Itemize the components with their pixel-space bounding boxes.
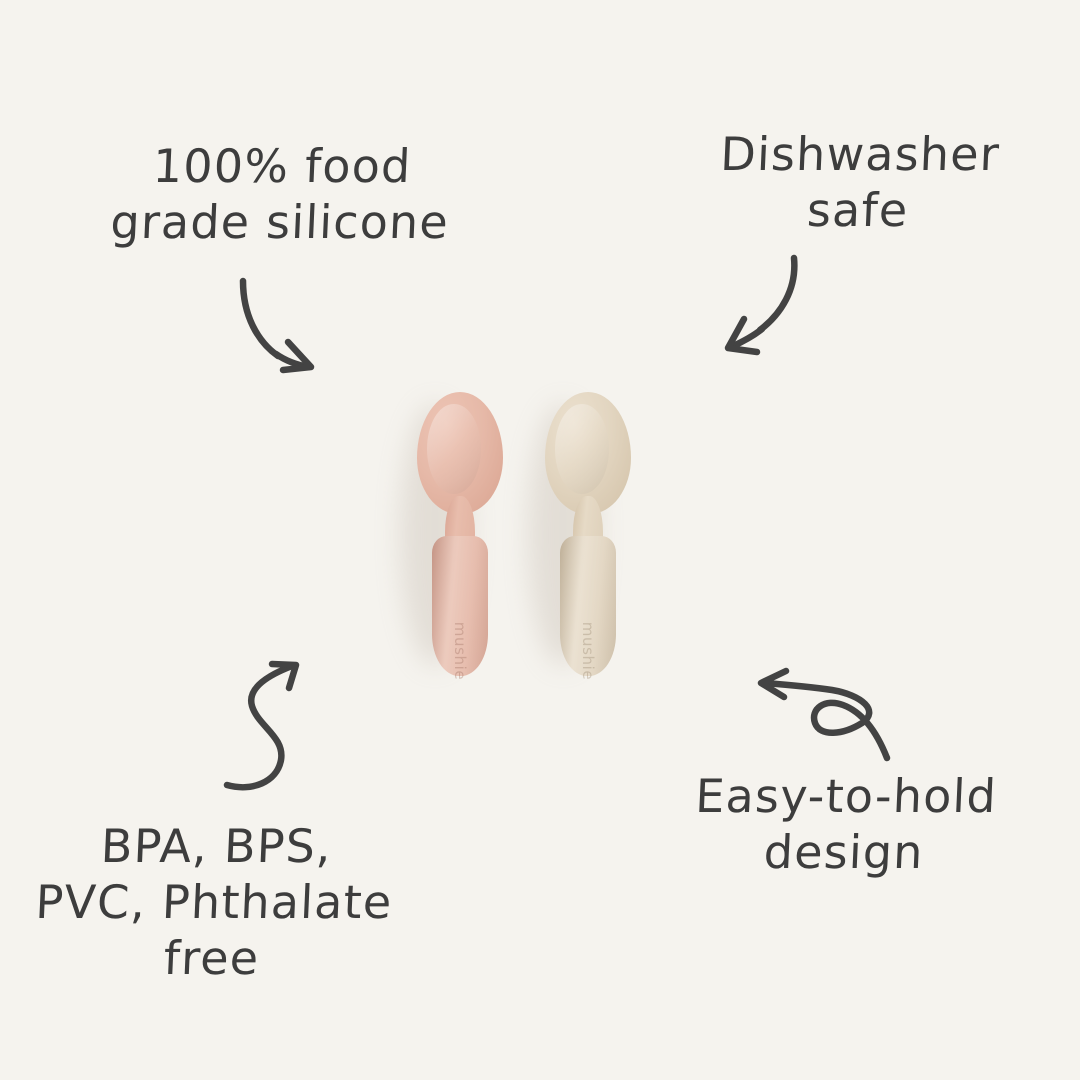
spoon-vanilla: mushie (536, 378, 640, 680)
caption-bpa-bps-pvc-phthalate-free: BPA, BPS, PVC, Phthalate free (34, 819, 394, 986)
looped-arrow-up-left-icon (757, 667, 891, 762)
curved-arrow-down-left-icon (724, 254, 798, 356)
caption-dishwasher-safe: Dishwasher safe (719, 127, 1002, 238)
brand-emboss-vanilla: mushie (579, 621, 597, 681)
s-curve-arrow-up-right-icon (223, 660, 300, 791)
spoon-bowl-blush (417, 392, 503, 514)
spoon-handle-vanilla: mushie (560, 536, 616, 680)
brand-emboss-blush: mushie (451, 621, 469, 681)
caption-easy-to-hold-design: Easy-to-hold design (694, 769, 999, 880)
curved-arrow-down-right-icon (239, 277, 315, 374)
product-image-silicone-spoons: mushie mushie (398, 378, 658, 684)
spoon-handle-blush: mushie (432, 536, 488, 680)
spoon-blush: mushie (408, 378, 512, 680)
spoon-bowl-vanilla (545, 392, 631, 514)
caption-food-grade-silicone: 100% food grade silicone (109, 139, 451, 250)
